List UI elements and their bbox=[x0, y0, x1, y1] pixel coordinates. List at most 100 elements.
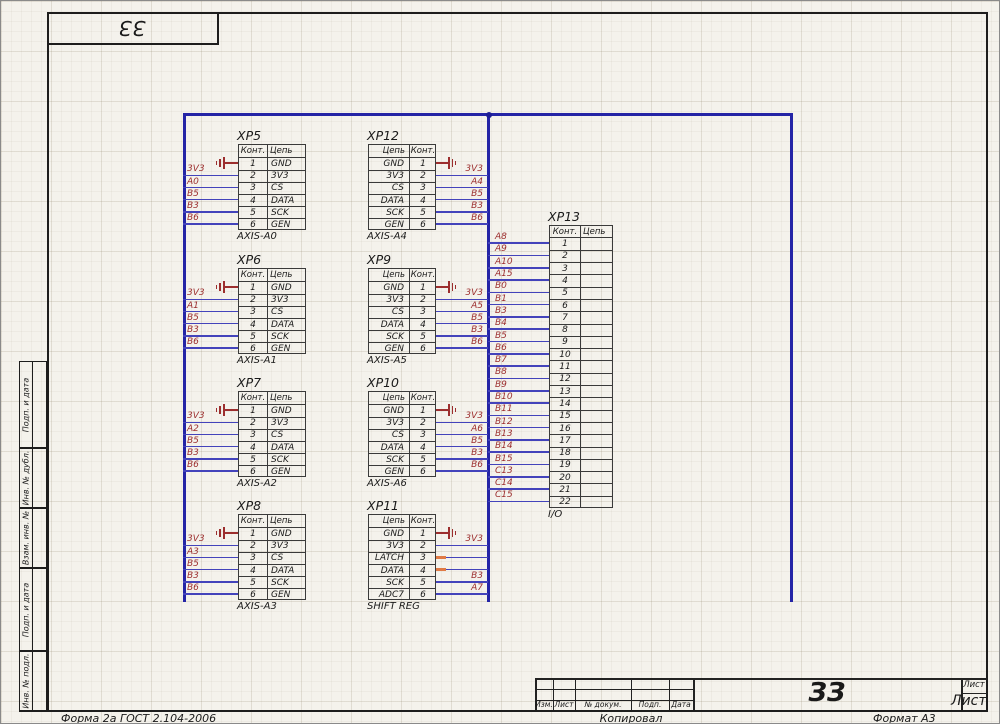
margin-label-inv-podl: Инв. № подл. bbox=[21, 653, 30, 709]
net-cell: 3V3 bbox=[271, 418, 289, 429]
net-label: A9 bbox=[495, 244, 507, 255]
titleblock-label-izm: Изм. bbox=[535, 700, 553, 709]
net-label: B3 bbox=[187, 200, 199, 211]
net-label: A3 bbox=[187, 546, 199, 557]
ground-wire bbox=[436, 162, 448, 164]
net-label: A10 bbox=[495, 256, 513, 267]
net-cell: SCK bbox=[386, 454, 404, 465]
net-cell: DATA bbox=[271, 319, 295, 330]
wire bbox=[183, 347, 238, 349]
table-column-divider bbox=[580, 226, 582, 507]
net-label: B5 bbox=[187, 188, 199, 199]
pin-number-cell: 4 bbox=[250, 565, 256, 576]
ground-wire bbox=[225, 162, 238, 164]
table-row-line bbox=[239, 428, 305, 430]
ground-icon bbox=[219, 406, 221, 415]
titleblock-row1 bbox=[535, 689, 693, 691]
pin-number-cell: 6 bbox=[420, 467, 426, 477]
table-row-line bbox=[550, 458, 612, 460]
margin-divider bbox=[32, 361, 34, 711]
ground-icon bbox=[216, 407, 218, 413]
pin-number-cell: 5 bbox=[420, 454, 426, 465]
net-cell: GND bbox=[383, 283, 404, 293]
net-cell: DATA bbox=[380, 565, 404, 576]
table-row-line bbox=[369, 404, 435, 406]
ground-icon bbox=[219, 529, 221, 538]
table-row-line bbox=[369, 453, 435, 455]
table-column-divider bbox=[409, 145, 411, 230]
net-cell: GND bbox=[271, 159, 292, 169]
wire bbox=[183, 186, 238, 189]
table-row-line bbox=[369, 441, 435, 443]
wire bbox=[436, 298, 488, 301]
net-label: C15 bbox=[495, 490, 513, 501]
net-header: Цепь bbox=[382, 393, 405, 403]
titleblock-label-ndokum: № докум. bbox=[584, 700, 622, 709]
table-row-line bbox=[550, 495, 612, 497]
table-row-line bbox=[550, 434, 612, 436]
table-row-line bbox=[550, 249, 612, 251]
connector-title: XP6 bbox=[237, 252, 262, 267]
wire bbox=[183, 593, 238, 595]
pin-number-cell: 16 bbox=[559, 423, 571, 434]
pin-header: Конт. bbox=[552, 227, 578, 237]
net-cell: SCK bbox=[271, 331, 289, 342]
wire bbox=[183, 211, 238, 213]
net-header: Цепь bbox=[583, 227, 606, 237]
connector-footer: AXIS-A1 bbox=[237, 355, 277, 367]
wire bbox=[183, 581, 238, 583]
pin-header: Конт. bbox=[410, 270, 436, 280]
pin-number-cell: 14 bbox=[559, 398, 571, 409]
net-header: Цепь bbox=[270, 516, 293, 526]
wire bbox=[488, 377, 549, 380]
net-label: B0 bbox=[495, 281, 507, 292]
pin-number-cell: 4 bbox=[562, 275, 568, 286]
net-cell: GEN bbox=[271, 220, 291, 230]
wire bbox=[488, 316, 549, 318]
pin-number-cell: 4 bbox=[420, 195, 426, 206]
table-row-line bbox=[239, 318, 305, 320]
table-row-line bbox=[239, 218, 305, 220]
pin-number-cell: 17 bbox=[559, 435, 571, 446]
pin-number-cell: 2 bbox=[420, 418, 426, 429]
connector-title: XP8 bbox=[237, 498, 262, 513]
pin-number-cell: 5 bbox=[562, 288, 568, 299]
ground-icon bbox=[223, 157, 225, 170]
table-row-line bbox=[239, 169, 305, 171]
net-label: B4 bbox=[495, 318, 507, 329]
titleblock-sheet-header: Лист bbox=[963, 680, 985, 690]
wire bbox=[183, 568, 238, 571]
connector-footer: AXIS-A6 bbox=[367, 478, 407, 490]
table-row-line bbox=[550, 262, 612, 264]
net-cell: DATA bbox=[380, 442, 404, 453]
net-label: B3 bbox=[187, 570, 199, 581]
wire bbox=[488, 365, 549, 367]
format-note: Формат А3 bbox=[873, 712, 936, 724]
table-row-line bbox=[369, 539, 435, 541]
net-cell: GND bbox=[383, 406, 404, 416]
table-row-line bbox=[369, 169, 435, 171]
table-row-line bbox=[239, 416, 305, 418]
pin-header: Конт. bbox=[240, 393, 266, 403]
ground-wire bbox=[436, 286, 448, 288]
pin-number-cell: 8 bbox=[562, 325, 568, 336]
table-row-line bbox=[239, 281, 305, 283]
connector-title: XP12 bbox=[367, 128, 400, 143]
net-cell: GEN bbox=[384, 344, 404, 354]
pin-number-cell: 10 bbox=[559, 349, 571, 360]
table-row-line bbox=[550, 397, 612, 399]
table-row-line bbox=[239, 404, 305, 406]
no-connect-stub bbox=[436, 556, 446, 559]
net-cell: GND bbox=[271, 283, 292, 293]
pin-number-cell: 2 bbox=[420, 171, 426, 182]
wire bbox=[446, 568, 488, 571]
pin-number-cell: 1 bbox=[420, 283, 426, 293]
titleblock-sheet-div bbox=[961, 693, 987, 695]
table-row-line bbox=[369, 465, 435, 467]
wire bbox=[436, 174, 488, 177]
net-label: B3 bbox=[471, 324, 483, 335]
wire bbox=[488, 414, 549, 417]
net-label: B14 bbox=[495, 441, 513, 452]
table-row-line bbox=[369, 551, 435, 553]
